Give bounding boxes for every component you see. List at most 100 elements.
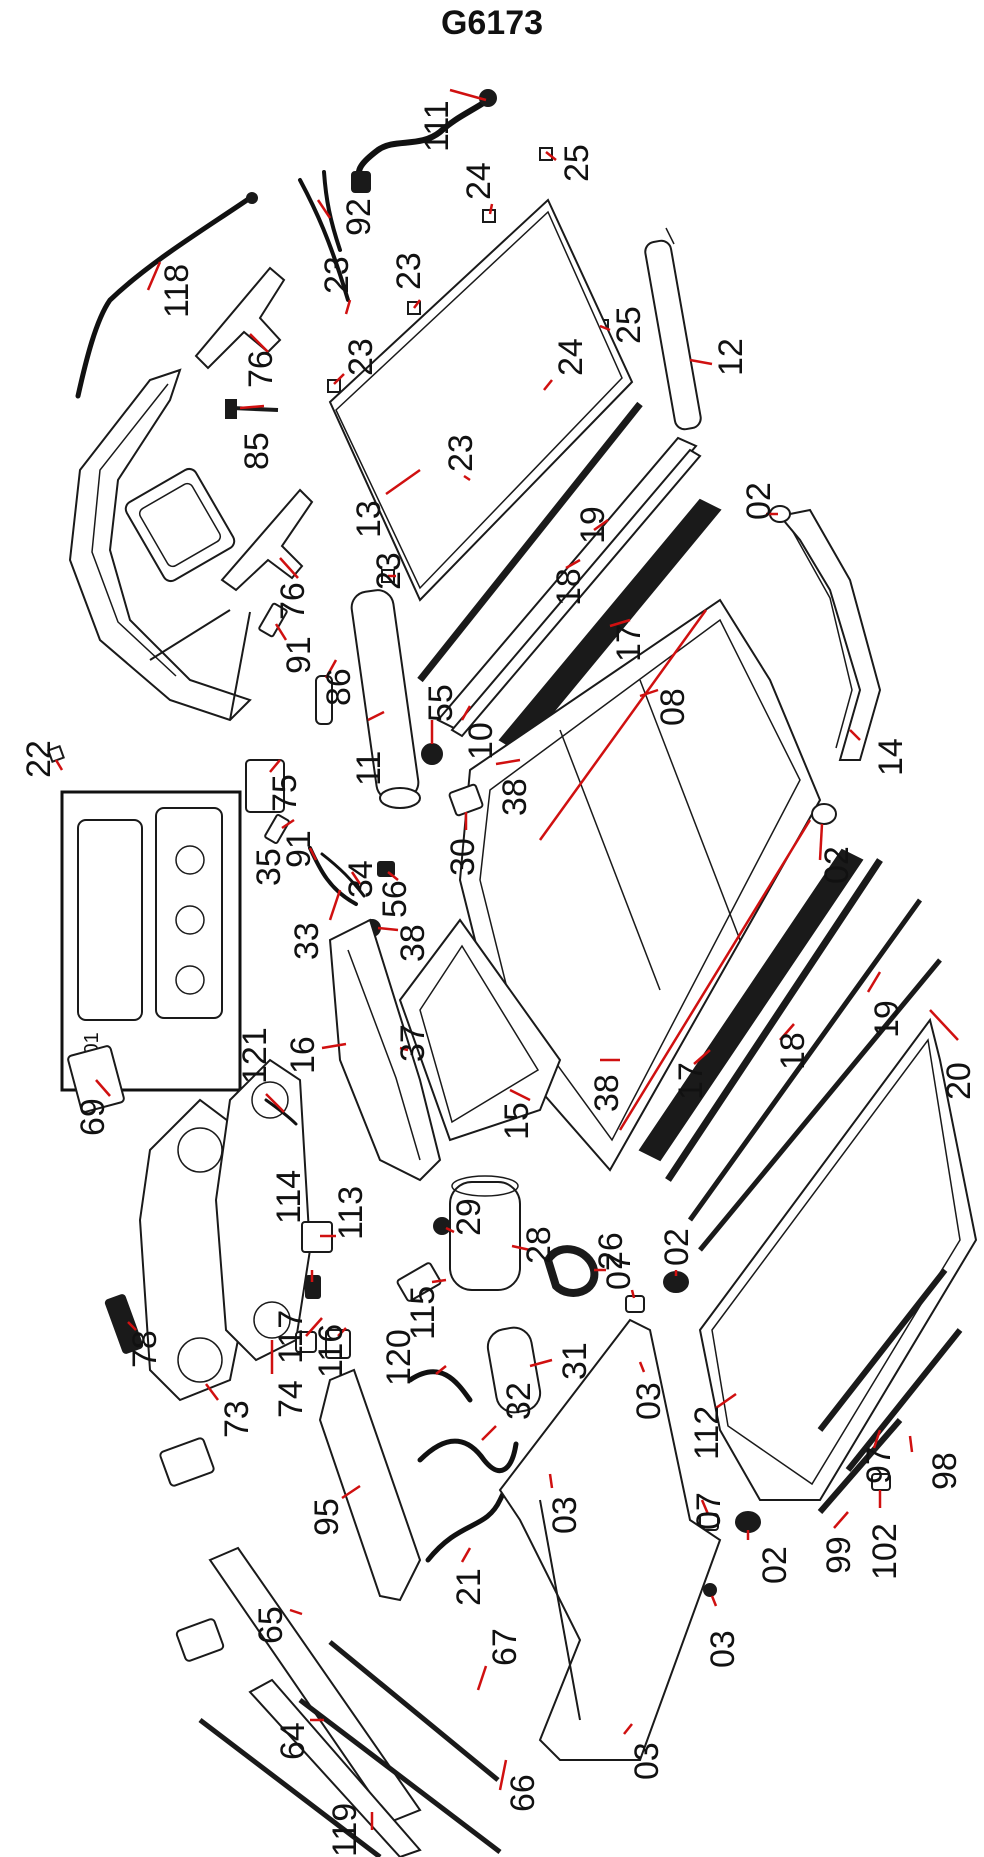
wire-harness-92-branch xyxy=(322,170,342,252)
leader-91a xyxy=(274,623,288,641)
roller-99 xyxy=(817,1418,903,1514)
leader-91b xyxy=(281,818,295,830)
leader-13 xyxy=(385,468,421,496)
callout-92: 92 xyxy=(340,198,378,236)
leader-25a xyxy=(545,151,557,161)
callout-31: 31 xyxy=(556,1342,594,1380)
rear-roller-shaft xyxy=(665,227,675,245)
bolt-85-head xyxy=(225,399,237,419)
callout-65: 65 xyxy=(252,1606,290,1644)
callout-34: 34 xyxy=(342,860,380,898)
leader-97 xyxy=(872,1429,882,1449)
leader-120 xyxy=(435,1365,447,1375)
running-deck-112 xyxy=(698,1017,978,1501)
callout-76-upper: 76 xyxy=(242,350,280,388)
leader-76b xyxy=(279,557,299,579)
handle-tube xyxy=(75,195,253,399)
callout-14: 14 xyxy=(872,738,910,776)
leader-95 xyxy=(341,1484,361,1500)
leader-24a xyxy=(488,203,494,215)
motor-cover-plate-edge xyxy=(335,210,623,590)
callout-02-lower: 02 xyxy=(756,1546,794,1584)
base-frame xyxy=(498,1318,722,1761)
console-inset-speaker-2 xyxy=(175,905,205,935)
handle-tube-end xyxy=(246,192,258,204)
side-rail-10 xyxy=(436,436,698,732)
leader-98 xyxy=(908,1435,914,1453)
power-cord-socket xyxy=(351,171,371,193)
callout-10: 10 xyxy=(462,722,500,760)
rear-end-cap xyxy=(778,508,882,761)
leader-118 xyxy=(146,261,162,291)
callout-97: 97 xyxy=(860,1446,898,1484)
callout-111: 111 xyxy=(418,100,456,152)
callout-121: 121 xyxy=(236,1027,274,1084)
leader-02b xyxy=(818,823,824,861)
callout-91-lower: 91 xyxy=(280,830,318,868)
deck-frame-leader-17b xyxy=(618,819,812,1131)
leader-92 xyxy=(316,199,332,219)
leader-03a xyxy=(638,1361,646,1373)
leader-121 xyxy=(265,1093,285,1113)
leader-34 xyxy=(350,871,362,885)
upright-arm-right xyxy=(229,611,251,721)
callout-19-lower: 19 xyxy=(868,1000,906,1038)
console-73-cup-2 xyxy=(177,1337,223,1383)
callout-91-upper: 91 xyxy=(280,636,318,674)
handrail-bracket-lower xyxy=(220,488,314,592)
callout-25-right: 25 xyxy=(610,306,648,344)
callout-67: 67 xyxy=(486,1628,524,1666)
leader-12 xyxy=(689,358,713,366)
motor-28 xyxy=(449,1181,521,1291)
cable-32 xyxy=(417,1438,519,1474)
callout-15: 15 xyxy=(498,1102,536,1140)
callout-115: 115 xyxy=(404,1286,442,1340)
leader-117 xyxy=(305,1317,323,1337)
motor-cover-plate xyxy=(328,198,634,602)
callout-85: 85 xyxy=(238,432,276,470)
callout-95: 95 xyxy=(308,1498,346,1536)
callout-75: 75 xyxy=(266,774,304,812)
cable-120 xyxy=(407,1369,473,1403)
leader-18b xyxy=(779,1023,795,1041)
roller-98 xyxy=(845,1328,963,1472)
side-rail-18-upper xyxy=(417,401,643,683)
callout-20: 20 xyxy=(940,1062,978,1100)
callout-38-lower: 38 xyxy=(588,1074,626,1112)
callout-112: 112 xyxy=(688,1406,726,1460)
callout-24-mid: 24 xyxy=(552,338,590,376)
callout-30: 30 xyxy=(444,838,482,876)
callout-32: 32 xyxy=(500,1382,538,1420)
leader-78 xyxy=(127,1321,137,1331)
callout-74: 74 xyxy=(272,1380,310,1418)
incline-panel-15 xyxy=(398,918,562,1142)
callout-21: 21 xyxy=(450,1568,488,1606)
side-rail-18-lower xyxy=(665,858,883,1182)
callout-24-top: 24 xyxy=(460,162,498,200)
leader-07b xyxy=(700,1499,710,1515)
callout-113: 113 xyxy=(332,1186,370,1240)
callout-25-top: 25 xyxy=(558,144,596,182)
callout-98: 98 xyxy=(926,1452,964,1490)
console-inset-speaker-1 xyxy=(175,845,205,875)
callout-02-upper: 02 xyxy=(740,482,778,520)
leader-03b xyxy=(548,1473,554,1489)
callout-22: 22 xyxy=(20,740,58,778)
callout-28: 28 xyxy=(520,1226,558,1264)
callout-66: 66 xyxy=(504,1774,542,1812)
console-inset-speaker-3 xyxy=(175,965,205,995)
callout-29: 29 xyxy=(450,1198,488,1236)
callout-26: 26 xyxy=(592,1232,630,1270)
axle-86 xyxy=(315,675,333,725)
leader-19b xyxy=(866,971,882,993)
callout-02-mid2: 02 xyxy=(658,1228,696,1266)
callout-12: 12 xyxy=(712,338,750,376)
base-rail-64 xyxy=(248,1678,422,1857)
callout-35: 35 xyxy=(250,848,288,886)
leader-38a xyxy=(495,758,521,766)
front-roller-end xyxy=(379,787,421,809)
key-22 xyxy=(47,745,65,763)
callout-23-a: 23 xyxy=(390,252,428,290)
screw-03-low xyxy=(703,1583,717,1597)
